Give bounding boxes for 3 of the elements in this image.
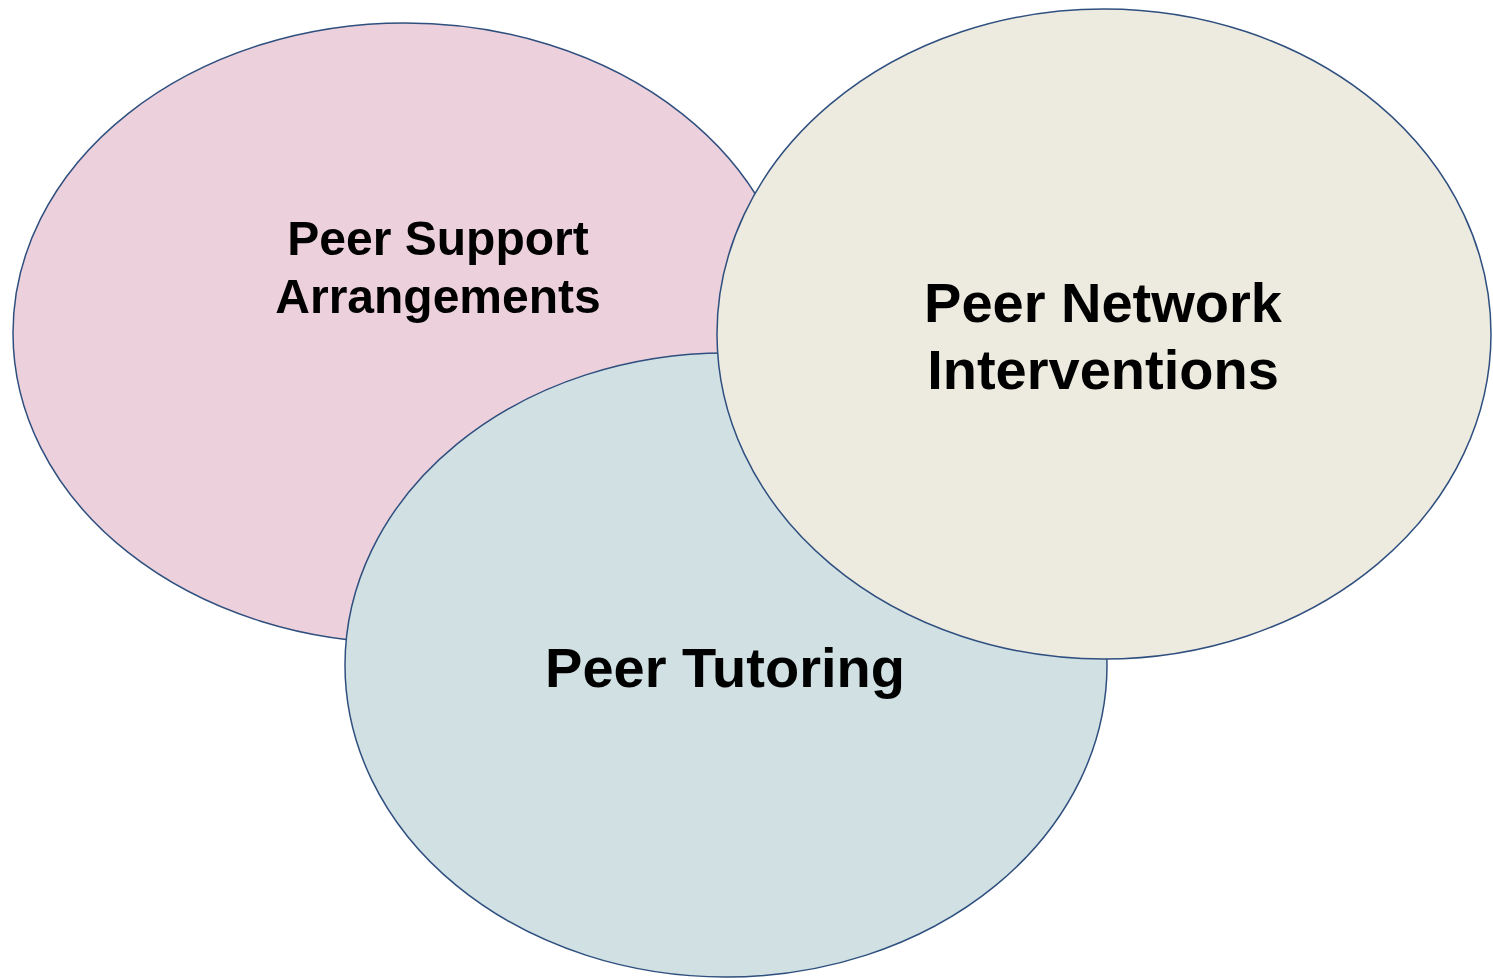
ellipse-label: Peer Tutoring — [544, 635, 906, 702]
ellipse-label: Peer Support Arrangements — [274, 211, 602, 325]
ellipse-label: Peer Network Interventions — [923, 269, 1283, 403]
